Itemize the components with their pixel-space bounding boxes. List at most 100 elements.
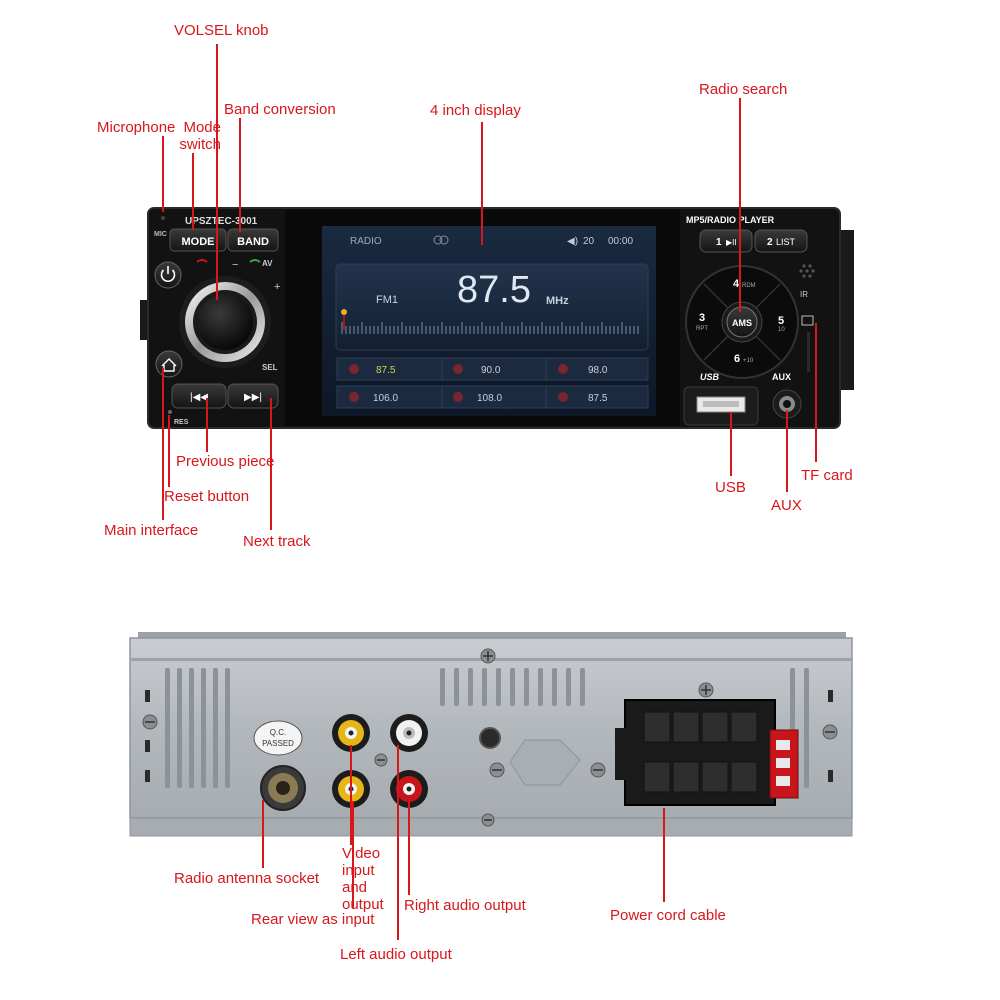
mounting-holes xyxy=(145,690,833,782)
band-button[interactable]: BAND xyxy=(227,228,279,252)
antenna-socket[interactable] xyxy=(260,765,306,811)
stamp-plate xyxy=(509,739,581,786)
next-icon: ▶▶| xyxy=(244,392,262,403)
power-connector[interactable] xyxy=(615,699,799,806)
plus-sign: + xyxy=(274,281,280,293)
callout-reset-button: Reset button xyxy=(164,488,250,505)
vent-slots-left xyxy=(165,668,230,788)
stereo-icon xyxy=(433,235,449,245)
preset-6[interactable]: 87.5 xyxy=(545,385,649,409)
qc-line-1: Q.C. xyxy=(270,728,286,737)
key-1-button[interactable]: 1 ▶II xyxy=(699,229,753,253)
previous-icon: |◀◀ xyxy=(190,392,208,403)
callout-display: 4 inch display xyxy=(430,102,521,119)
key-6-button[interactable]: 6 +10 xyxy=(734,353,754,365)
next-button[interactable]: ▶▶| xyxy=(227,383,279,409)
av-label: AV xyxy=(262,259,273,268)
screw-icon xyxy=(480,648,496,664)
display-unit: MHz xyxy=(546,295,569,307)
aux-jack[interactable] xyxy=(772,389,802,419)
callout-tf-card: TF card xyxy=(801,467,853,484)
callout-rear-view-input: Rear view as input xyxy=(251,911,375,928)
model-label: UPSZTEC-3001 xyxy=(185,216,258,227)
screw-icon xyxy=(698,682,714,698)
key-3-label: 3 xyxy=(699,312,705,324)
preset-value: 87.5 xyxy=(376,365,396,376)
callout-video-input-output: Video input and output xyxy=(342,845,384,913)
tf-card-slot[interactable] xyxy=(807,332,810,372)
tuner-scale xyxy=(341,322,639,334)
previous-button[interactable]: |◀◀ xyxy=(171,383,227,409)
preset-3[interactable]: 98.0 xyxy=(545,357,649,381)
key-3-sub: RPT xyxy=(696,326,708,332)
preset-4[interactable]: 106.0 xyxy=(336,385,443,409)
display-volume: 20 xyxy=(583,236,595,247)
reset-hole[interactable] xyxy=(168,410,172,414)
display-band: FM1 xyxy=(376,294,398,306)
main-interface-button[interactable] xyxy=(155,350,183,378)
key-4-sub: RDM xyxy=(742,283,756,289)
left-bracket xyxy=(140,300,150,340)
callout-band-conversion: Band conversion xyxy=(224,101,336,118)
mode-label: MODE xyxy=(182,236,215,248)
callout-usb: USB xyxy=(715,479,746,496)
plus-indicator xyxy=(249,259,261,263)
aux-label: AUX xyxy=(772,372,791,382)
rca-right-audio-jack[interactable] xyxy=(390,770,428,808)
callout-mode-switch: Mode switch xyxy=(179,119,221,153)
key-5-button[interactable]: 5 10 xyxy=(778,315,785,333)
tf-card-icon xyxy=(801,315,814,326)
preset-value: 106.0 xyxy=(373,393,398,404)
right-bracket xyxy=(840,230,854,390)
callout-power-cord-cable: Power cord cable xyxy=(610,907,726,924)
rca-video-jack[interactable] xyxy=(332,714,370,752)
callout-left-audio-output: Left audio output xyxy=(340,946,452,963)
key-3-button[interactable]: 3 RPT xyxy=(696,312,708,332)
speaker-grille xyxy=(799,264,815,278)
key-2-sub: LIST xyxy=(776,237,796,247)
callout-previous-piece: Previous piece xyxy=(176,453,275,470)
callout-right-audio-output: Right audio output xyxy=(404,897,526,914)
power-button[interactable] xyxy=(154,261,182,289)
usb-port[interactable] xyxy=(683,386,759,426)
tuner-marker xyxy=(341,309,347,315)
minus-indicator xyxy=(196,259,208,263)
screw-icon xyxy=(142,714,158,730)
preset-value: 87.5 xyxy=(588,393,608,404)
band-label: BAND xyxy=(237,236,269,248)
screw-icon xyxy=(489,762,505,778)
usb-label: USB xyxy=(700,372,720,382)
callout-radio-search: Radio search xyxy=(699,81,788,98)
preset-1[interactable]: 87.5 xyxy=(336,357,443,381)
preset-grid: 87.5 90.0 98.0 106.0 108.0 87.5 xyxy=(336,357,649,409)
callout-volsel-knob: VOLSEL knob xyxy=(174,22,269,39)
qc-passed-sticker: Q.C. PASSED xyxy=(253,720,303,756)
callout-main-interface: Main interface xyxy=(104,522,199,539)
play-pause-icon: ▶II xyxy=(726,238,737,247)
player-title: MP5/RADIO PLAYER xyxy=(686,215,775,225)
mode-button[interactable]: MODE xyxy=(169,228,227,252)
key-2-label: 2 xyxy=(767,237,773,248)
key-2-button[interactable]: 2 LIST xyxy=(754,229,808,253)
minus-sign: − xyxy=(232,259,238,271)
key-5-sub: 10 xyxy=(778,327,785,333)
key-4-label: 4 xyxy=(733,278,740,290)
speaker-icon: ◀) xyxy=(567,236,578,247)
vent-slots-middle xyxy=(440,668,585,706)
rca-left-audio-jack[interactable] xyxy=(390,714,428,752)
callout-microphone: Microphone xyxy=(97,119,176,136)
preset-5[interactable]: 108.0 xyxy=(441,385,547,409)
volsel-knob[interactable] xyxy=(179,276,271,368)
power-icon xyxy=(160,269,176,282)
ams-button[interactable]: AMS xyxy=(726,306,758,338)
key-4-button[interactable]: 4 RDM xyxy=(733,278,756,290)
preset-value: 108.0 xyxy=(477,393,502,404)
preset-2[interactable]: 90.0 xyxy=(441,357,547,381)
display-time: 00:00 xyxy=(608,236,633,247)
qc-line-2: PASSED xyxy=(262,739,294,748)
key-1-label: 1 xyxy=(716,237,722,248)
sel-label: SEL xyxy=(262,363,278,372)
microphone-hole xyxy=(161,216,165,220)
callout-aux: AUX xyxy=(771,497,802,514)
